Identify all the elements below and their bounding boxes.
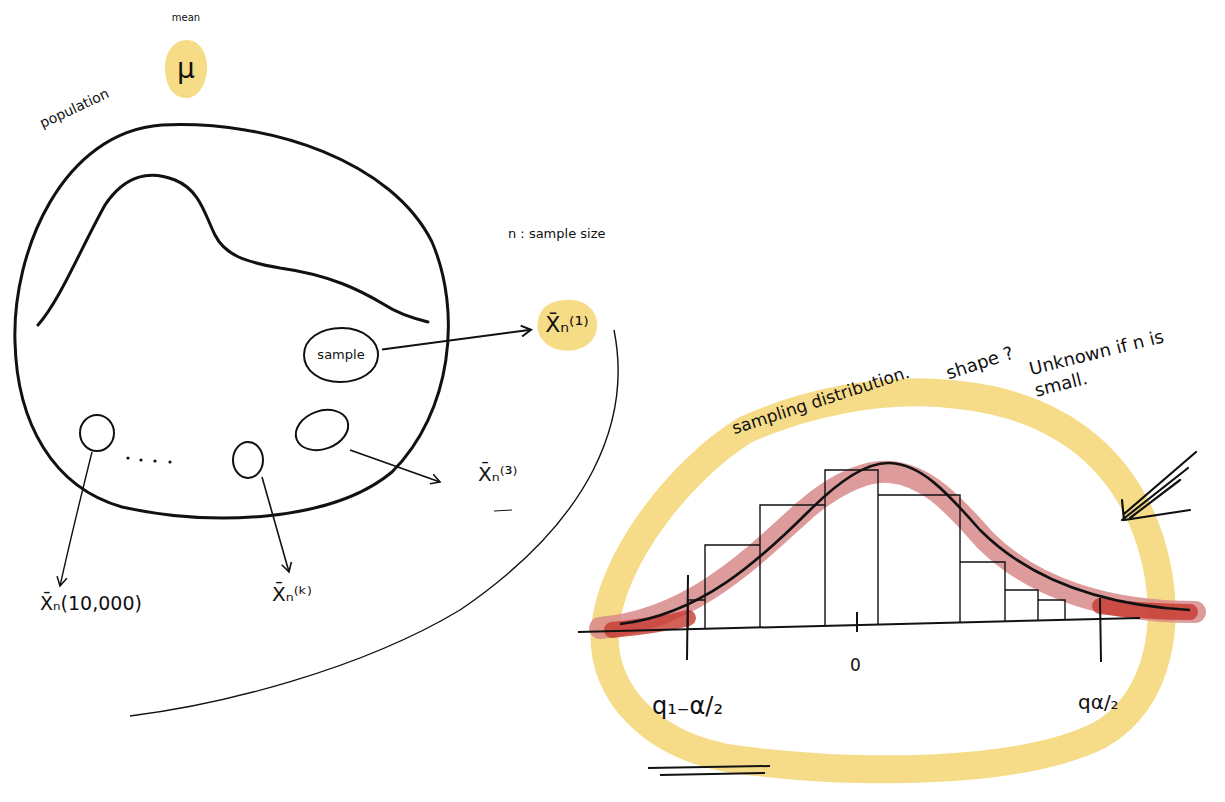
note-text: shape ?	[943, 342, 1016, 384]
sample-mean: X̄ₙ⁽ᵏ⁾	[272, 582, 312, 606]
sample-circle	[233, 442, 263, 478]
axis-tick-label: 0	[850, 655, 861, 675]
ellipsis-dot	[126, 456, 129, 459]
sample-label: sample	[317, 348, 364, 363]
critical-line	[1100, 598, 1101, 662]
histogram	[688, 470, 1065, 629]
quantile-label: q₁₋α/₂	[652, 692, 723, 721]
population-circle-shape	[15, 125, 449, 518]
ellipsis-dot	[168, 460, 171, 463]
sample-mean: X̄ₙ⁽³⁾	[478, 462, 518, 486]
sample-circle	[80, 415, 114, 451]
mu-symbol: μ	[177, 53, 195, 85]
quantile-label: qα/₂	[1078, 690, 1119, 714]
sample-circle: sample	[302, 326, 380, 384]
sample-arrow	[350, 450, 440, 482]
region-title: population	[37, 85, 111, 131]
double-underline	[648, 766, 770, 775]
arrow-connector	[382, 330, 531, 350]
sample-circle	[290, 403, 354, 457]
axis-line	[578, 618, 1140, 632]
sample-mean: X̄ₙ⁽¹⁾	[545, 312, 588, 337]
pointer-scribble	[1122, 452, 1196, 520]
note-text: n : sample size	[508, 226, 606, 242]
ellipsis-dot	[153, 459, 156, 462]
population-density-curve	[38, 175, 428, 325]
sample-mean: X̄ₙ(10,000)	[40, 592, 142, 615]
sample-arrow	[60, 452, 92, 586]
highlight-blob: meanμ	[163, 38, 209, 100]
highlight-loop	[605, 392, 1162, 769]
sample-circle-shape	[304, 328, 378, 382]
mean-caption: mean	[172, 12, 200, 24]
population-circle: populationsample	[12, 122, 452, 522]
note-text: Unknown if n is small.	[1027, 322, 1183, 400]
critical-line	[687, 575, 688, 660]
highlight-blob: X̄ₙ⁽¹⁾	[535, 298, 599, 352]
ellipsis-dot	[139, 458, 142, 461]
normal-curve	[620, 463, 1190, 624]
population-circle-outline	[12, 122, 452, 522]
highlight-blob-shape	[537, 300, 597, 351]
zero-tick	[856, 612, 858, 632]
highlight-blob-shape	[165, 40, 207, 98]
small-underline	[494, 510, 512, 511]
sample-arrow	[262, 477, 289, 572]
grouping-arc	[130, 330, 618, 716]
